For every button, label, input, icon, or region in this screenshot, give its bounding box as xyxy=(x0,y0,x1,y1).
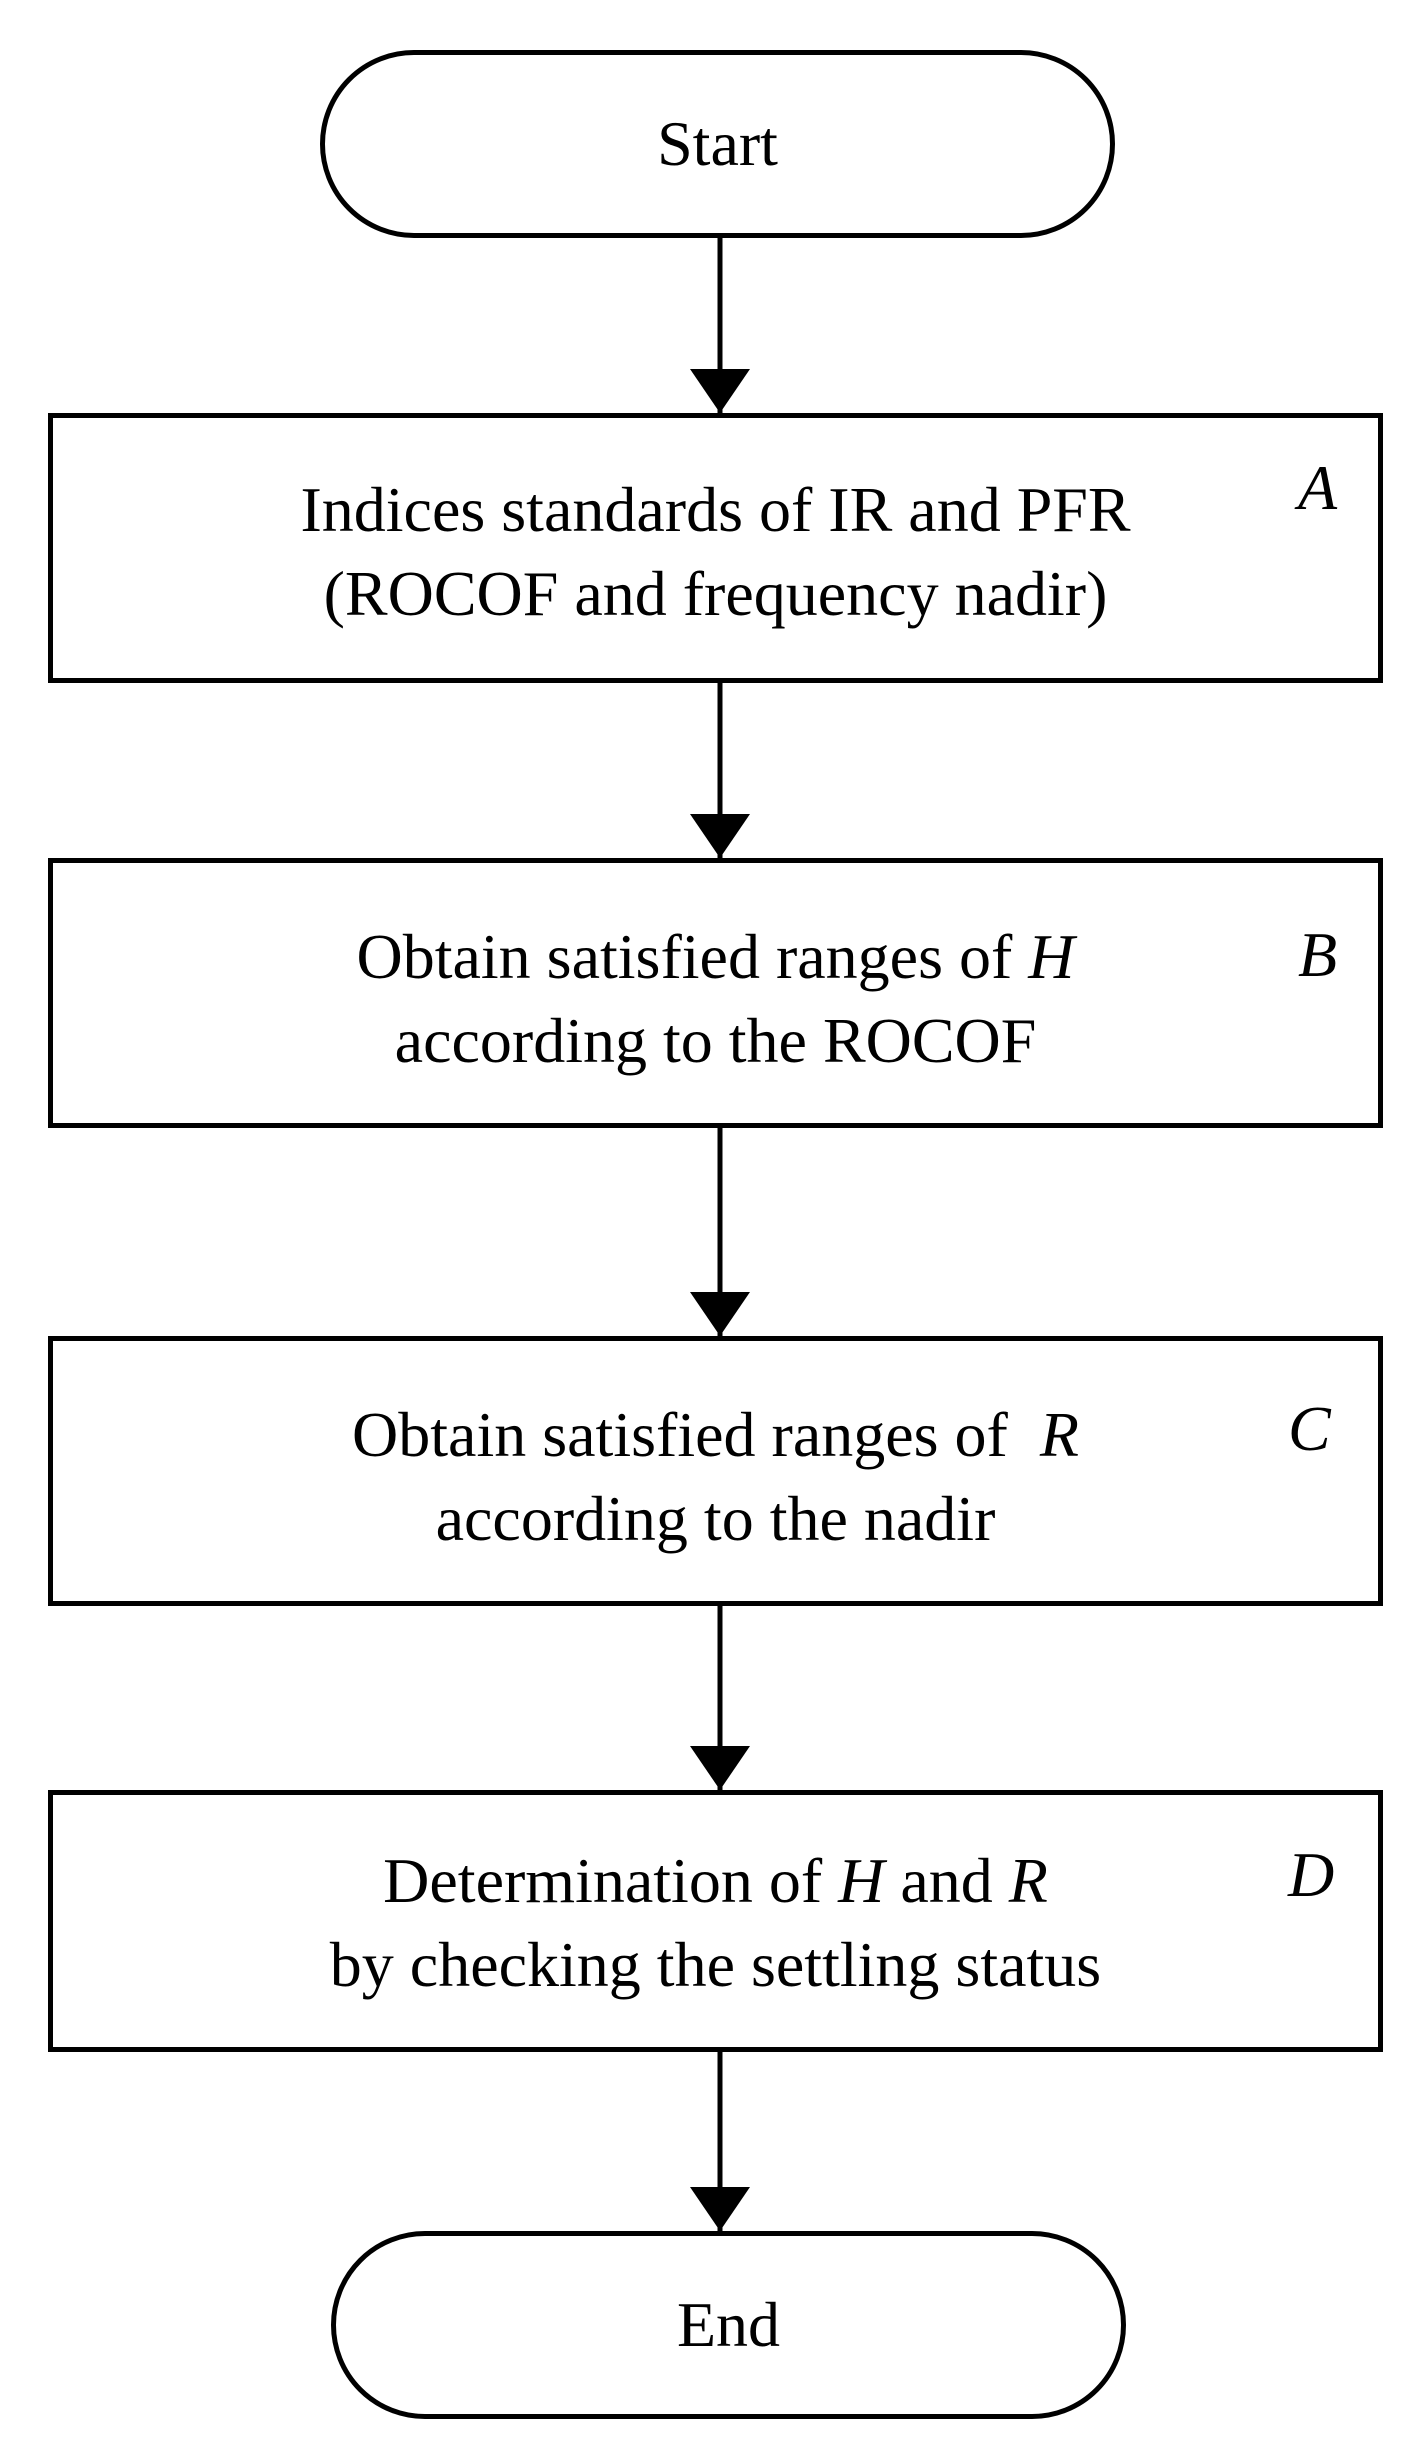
start-label: Start xyxy=(657,108,778,179)
step-c-variable-r: R xyxy=(1039,1399,1079,1470)
step-d-line1-text: Determination of xyxy=(383,1845,839,1916)
step-d-tag: D xyxy=(1288,1839,1335,1910)
step-b-tag: B xyxy=(1298,919,1338,990)
start-terminal: Start xyxy=(320,50,1115,238)
step-c-tag: C xyxy=(1288,1393,1331,1464)
end-label: End xyxy=(676,2289,781,2360)
end-terminal: End xyxy=(331,2231,1126,2419)
step-d-line1-mid: and xyxy=(884,1845,1009,1916)
step-c-text: Obtain satisfied ranges of R according t… xyxy=(53,1393,1378,1561)
step-d-text: Determination of H and R by checking the… xyxy=(53,1839,1378,2007)
step-b-line1: Obtain satisfied ranges of H xyxy=(53,915,1378,999)
step-c-line1: Obtain satisfied ranges of R xyxy=(53,1393,1378,1477)
step-a-line2: (ROCOF and frequency nadir) xyxy=(323,558,1108,629)
step-b-text: Obtain satisfied ranges of H according t… xyxy=(53,915,1378,1083)
step-a-line1: Indices standards of IR and PFR xyxy=(300,474,1131,545)
step-c-line2: according to the nadir xyxy=(435,1483,996,1554)
step-a-text: Indices standards of IR and PFR (ROCOF a… xyxy=(53,468,1378,636)
step-b-box: Obtain satisfied ranges of H according t… xyxy=(48,858,1383,1128)
step-b-line2: according to the ROCOF xyxy=(394,1005,1037,1076)
step-d-line2: by checking the settling status xyxy=(329,1929,1102,2000)
step-c-line1-text: Obtain satisfied ranges of xyxy=(352,1399,1040,1470)
step-a-box: Indices standards of IR and PFR (ROCOF a… xyxy=(48,413,1383,683)
step-d-line1: Determination of H and R xyxy=(53,1839,1378,1923)
step-b-variable-h: H xyxy=(1028,921,1075,992)
step-d-box: Determination of H and R by checking the… xyxy=(48,1790,1383,2052)
step-c-box: Obtain satisfied ranges of R according t… xyxy=(48,1336,1383,1606)
step-b-line1-text: Obtain satisfied ranges of xyxy=(356,921,1029,992)
step-d-variable-h: H xyxy=(838,1845,885,1916)
step-d-variable-r: R xyxy=(1008,1845,1048,1916)
step-a-tag: A xyxy=(1298,452,1338,523)
